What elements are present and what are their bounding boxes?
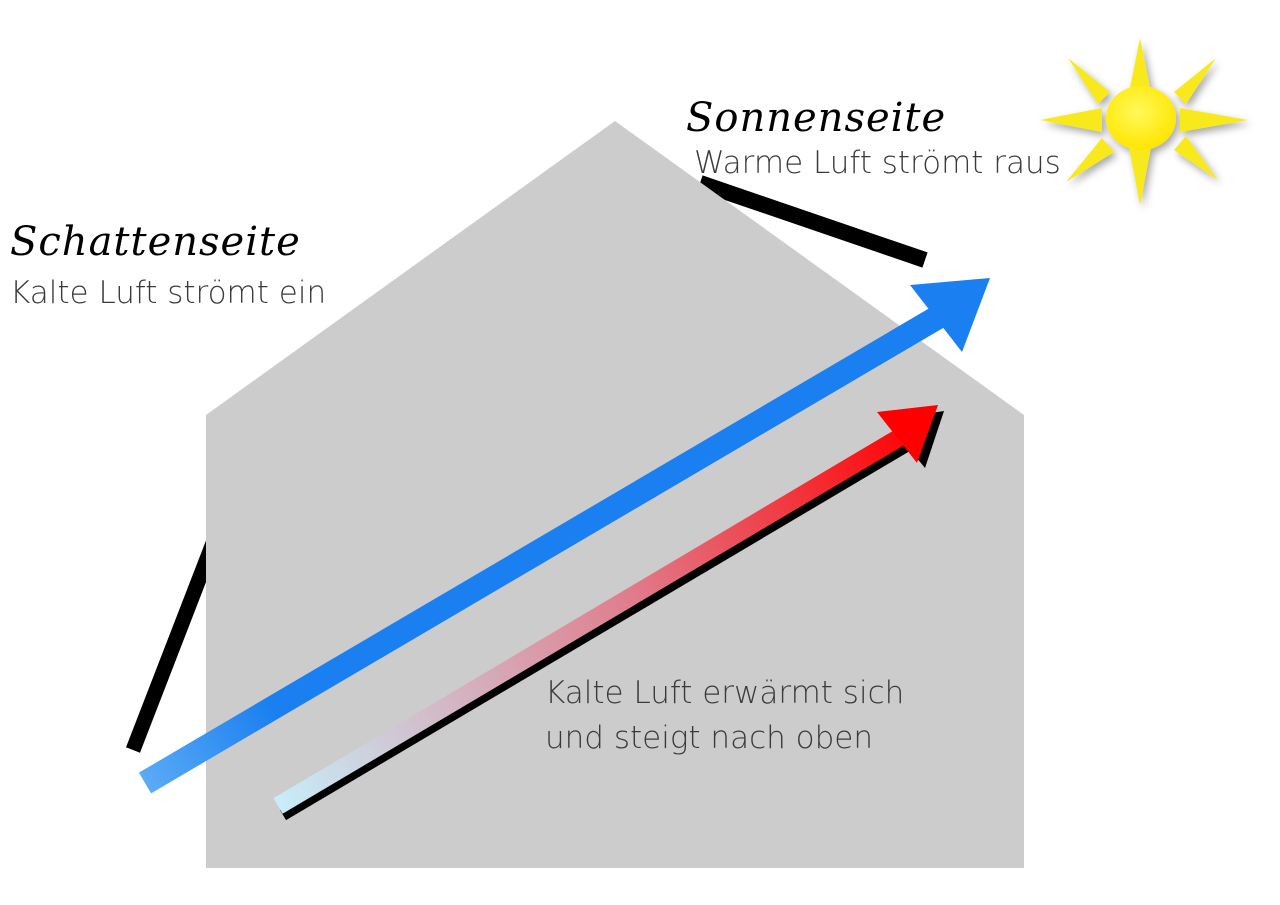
cold-air-arrow: [138, 278, 990, 794]
warm-air-caption-line2: und steigt nach oben: [545, 720, 873, 756]
warm-air-arrow: [273, 405, 938, 814]
sun-side-caption: Warme Luft strömt raus: [694, 145, 1061, 181]
sun-side-title: Sonnenseite: [686, 95, 947, 141]
warm-air-caption-line1: Kalte Luft erwärmt sich: [545, 675, 905, 711]
sun-icon: [1040, 38, 1248, 205]
shade-side-caption: Kalte Luft strömt ein: [10, 275, 327, 311]
sun-window: [697, 175, 928, 268]
shade-side-title: Schattenseite: [10, 219, 301, 265]
